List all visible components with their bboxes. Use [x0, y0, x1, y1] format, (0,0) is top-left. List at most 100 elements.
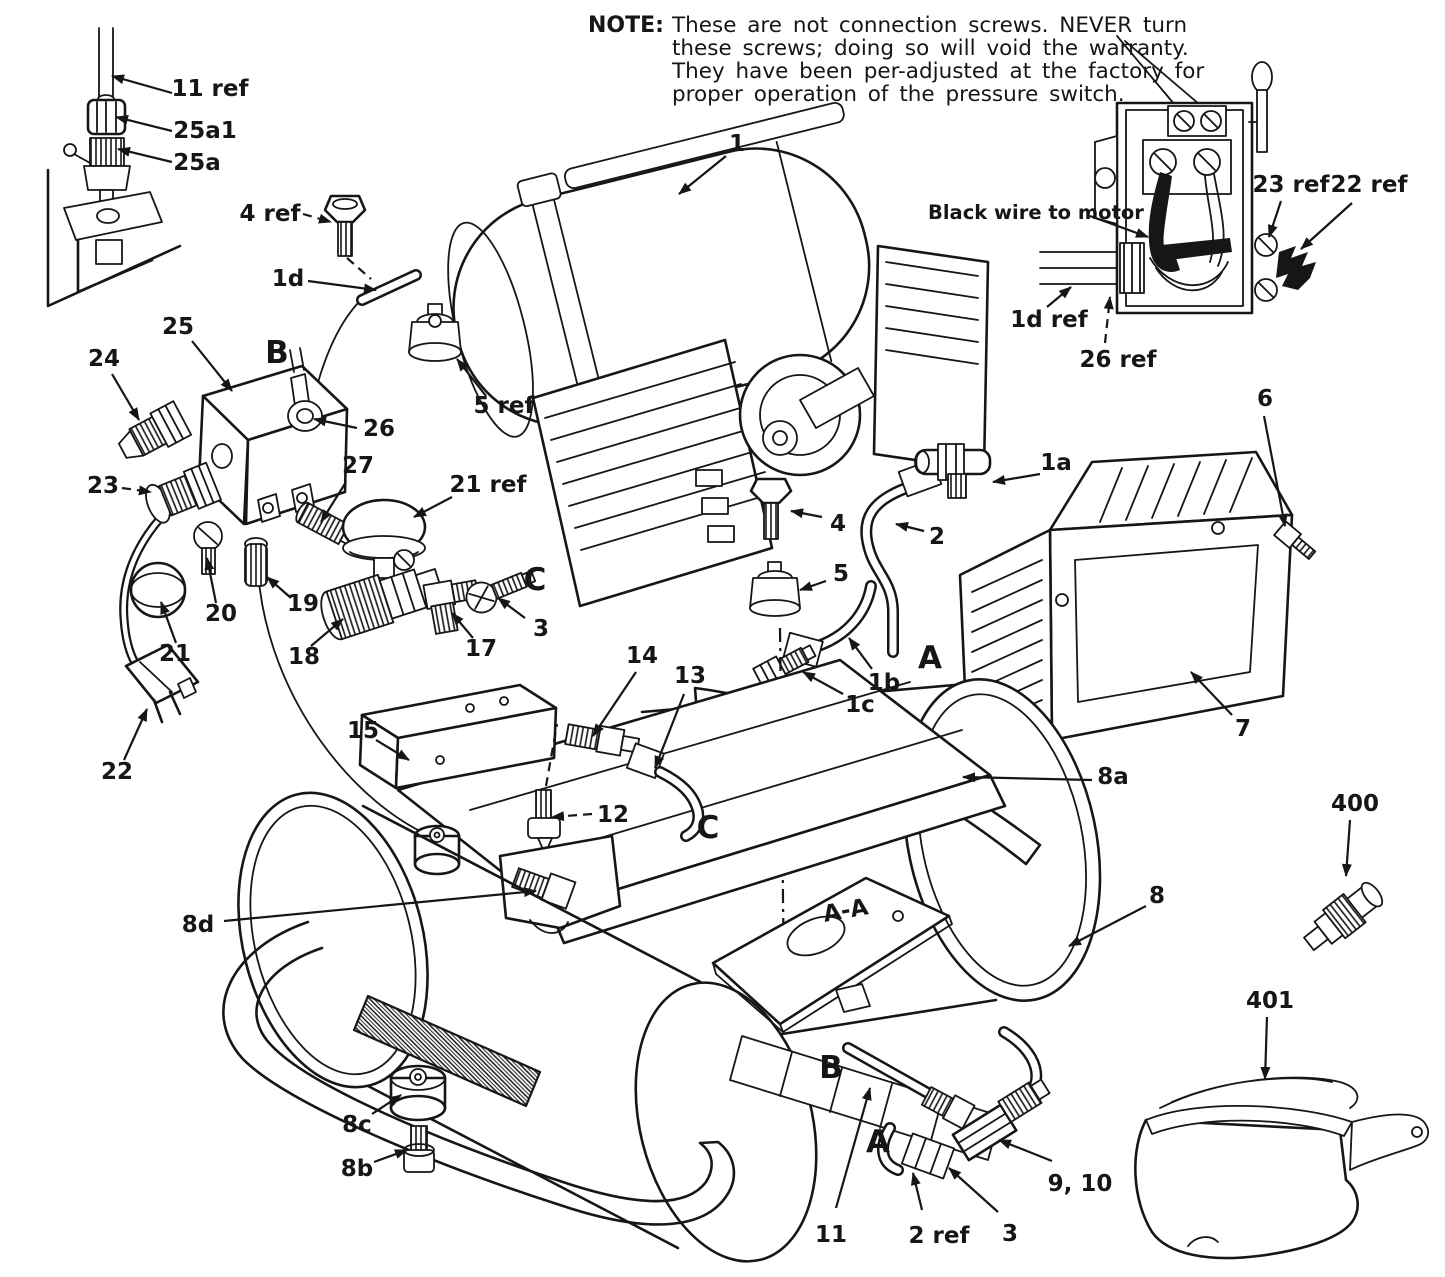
power-cable-22ref [1276, 246, 1316, 290]
check-valve-9-10 [951, 1078, 1051, 1162]
leader-20 [204, 557, 218, 604]
callout-27: 27 [342, 453, 374, 479]
leader-1 [678, 155, 727, 195]
note-leader-lines [1116, 35, 1207, 112]
regulator-assembly [320, 498, 537, 641]
knob-21 [129, 561, 187, 619]
callout-8a: 8a [1097, 764, 1129, 790]
leader-4-ref [302, 212, 332, 224]
callout-1: 1 [729, 131, 745, 157]
callout-3-lower: 3 [1002, 1221, 1018, 1247]
pressure-switch-assembly [118, 347, 357, 724]
callout-1b: 1b [868, 670, 900, 696]
leader-23-ref [1267, 200, 1283, 238]
assembly-line-19 [257, 571, 436, 839]
glasses-right-temple [1349, 1113, 1430, 1171]
fan-housing [872, 244, 990, 472]
leader-8c [371, 1094, 402, 1115]
callout-25: 25 [162, 314, 194, 340]
callout-4-ref: 4 ref [240, 201, 302, 227]
leader-11-ref [111, 74, 173, 95]
callout-26: 26 [363, 416, 395, 442]
inset-drain-valve [46, 27, 182, 308]
leader-26-ref [1103, 296, 1114, 344]
leader-black-wire [1089, 214, 1149, 239]
callout-24: 24 [88, 346, 120, 372]
callout-14: 14 [626, 643, 658, 669]
front-handle-grip [352, 994, 542, 1108]
note-line-1: These are not connection screws. NEVER t… [671, 13, 1187, 38]
screw-8b [403, 1125, 435, 1173]
callout-18: 18 [288, 644, 320, 670]
coupler-400 [1303, 881, 1384, 952]
fitting-12 [527, 723, 561, 855]
leader-22 [122, 708, 149, 761]
fitting-24 [118, 400, 193, 459]
leader-11 [834, 1087, 872, 1209]
leader-1c [802, 671, 844, 695]
foot-8c [389, 1064, 447, 1122]
tube-13 [625, 742, 705, 842]
fitting-14 [564, 723, 641, 757]
leader-1a [992, 472, 1041, 485]
callout-22-ref: 22 ref [1331, 172, 1409, 198]
leader-1b [848, 637, 873, 670]
callout-400: 400 [1331, 791, 1379, 817]
callout-21-ref: 21 ref [450, 472, 528, 498]
note-label: NOTE: [588, 13, 664, 38]
callout-1a: 1a [1040, 450, 1072, 476]
callout-9-10: 9, 10 [1048, 1171, 1113, 1197]
leader-8 [1068, 905, 1147, 947]
bolt-4 [749, 477, 793, 540]
leader-21-ref [413, 496, 453, 518]
callout-8b: 8b [341, 1156, 373, 1182]
callout-5: 5 [833, 561, 849, 587]
callout-8d: 8d [182, 912, 214, 938]
callout-401: 401 [1246, 988, 1294, 1014]
callout-b-lower: B [819, 1050, 843, 1086]
shroud-front [1048, 513, 1294, 742]
callout-black-wire: Black wire to motor [928, 201, 1144, 224]
center-fasteners-tubes [257, 194, 992, 989]
leader-9-10 [998, 1138, 1053, 1163]
screw-6 [1273, 520, 1317, 560]
callout-26-ref: 26 ref [1080, 347, 1158, 373]
callout-b-upper: B [265, 335, 289, 371]
callout-23: 23 [87, 473, 119, 499]
glasses-lens [1134, 1118, 1359, 1260]
foot-5-ref [408, 303, 462, 362]
inset-switch-wiring [1039, 35, 1316, 315]
leader-5-ref [456, 358, 487, 397]
leader-21 [159, 601, 178, 644]
leader-3-upper [497, 597, 526, 619]
labels: NOTE: These are not connection screws. N… [87, 13, 1408, 1249]
motor-top-rail [563, 102, 845, 190]
callout-25a: 25a [173, 150, 221, 176]
manifold-15 [358, 683, 558, 790]
leader-401 [1260, 1016, 1271, 1080]
callout-1c: 1c [845, 692, 875, 718]
tube-stub-b [289, 347, 305, 373]
leader-25a1 [115, 115, 173, 133]
leader-arrows [111, 74, 1353, 1213]
leader-12 [551, 811, 593, 822]
callout-15: 15 [347, 718, 379, 744]
callout-8c: 8c [342, 1112, 372, 1138]
leader-13 [653, 693, 686, 769]
callout-2: 2 [929, 524, 945, 550]
callout-19: 19 [287, 591, 319, 617]
callout-c-lower: C [697, 810, 720, 846]
leader-25a [117, 146, 173, 164]
leader-6 [1262, 415, 1288, 527]
leader-15 [375, 739, 410, 761]
nut-under-plate [835, 983, 871, 1013]
deck-foot [413, 824, 461, 876]
callout-3-upper: 3 [533, 616, 549, 642]
leader-25 [191, 340, 233, 392]
leader-2-ref [910, 1172, 924, 1211]
foot-5 [749, 561, 801, 617]
leader-7 [1190, 671, 1233, 716]
callout-8: 8 [1149, 883, 1165, 909]
bracket-8d [498, 834, 622, 934]
